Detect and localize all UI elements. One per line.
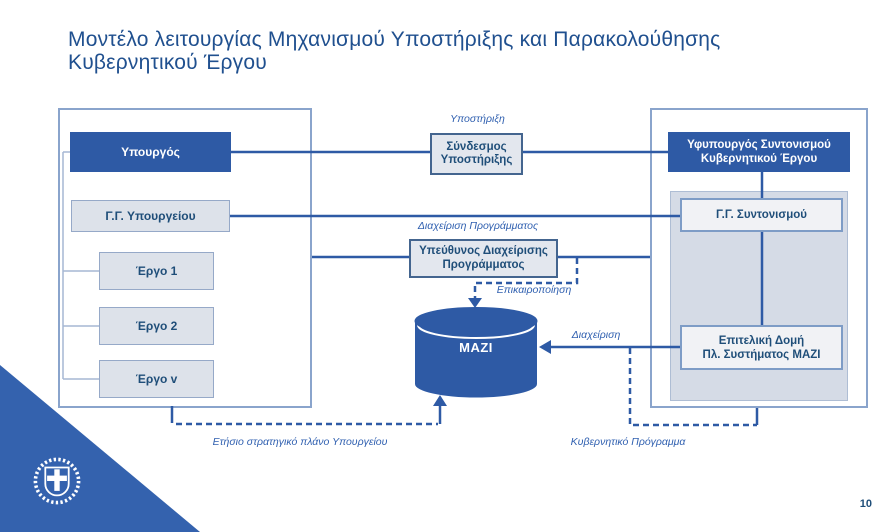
gg-ministry-box: Γ.Γ. Υπουργείου bbox=[71, 200, 230, 232]
arrowheads bbox=[433, 298, 551, 406]
program-manager-box: Υπεύθυνος Διαχείρισης Προγράμματος bbox=[409, 239, 558, 278]
greek-coat-of-arms-logo bbox=[33, 457, 81, 505]
support-flow-label: Υποστήριξη bbox=[450, 113, 505, 125]
page-title-line2: Κυβερνητικού Έργου bbox=[68, 51, 267, 74]
gg-ministry-label: Γ.Γ. Υπουργείου bbox=[105, 209, 196, 223]
page-number: 10 bbox=[859, 498, 872, 510]
arrow-into-db-right bbox=[539, 340, 551, 354]
program-manager-label: Υπεύθυνος Διαχείρισης Προγράμματος bbox=[419, 245, 548, 271]
project-n-box: Έργο v bbox=[99, 360, 214, 398]
executive-structure-label: Επιτελική Δομή Πλ. Συστήματος ΜΑΖΙ bbox=[703, 334, 821, 362]
executive-structure-line1: Επιτελική Δομή bbox=[718, 334, 805, 347]
support-liaison-box: Σύνδεσμος Υποστήριξης bbox=[430, 133, 523, 175]
annual-plan-label: Ετήσιο στρατηγικό πλάνο Υπουργείου bbox=[212, 436, 388, 448]
gg-coordination-box: Γ.Γ. Συντονισμού bbox=[680, 198, 843, 232]
project-2-label: Έργο 2 bbox=[135, 319, 178, 333]
program-mgmt-flow-label: Διαχείριση Προγράμματος bbox=[417, 220, 539, 232]
project-2-box: Έργο 2 bbox=[99, 307, 214, 345]
project-1-label: Έργο 1 bbox=[135, 264, 178, 278]
project-tree-lines bbox=[62, 151, 99, 380]
government-program-label: Κυβερνητικό Πρόγραμμα bbox=[570, 436, 686, 448]
mazi-database-cylinder bbox=[414, 307, 538, 398]
gg-coordination-label: Γ.Γ. Συντονισμού bbox=[716, 209, 807, 221]
management-flow-label: Διαχείριση bbox=[571, 329, 621, 341]
executive-structure-line2: Πλ. Συστήματος ΜΑΖΙ bbox=[702, 348, 821, 361]
update-dashed-path bbox=[473, 258, 579, 298]
arrow-into-db-bottom bbox=[433, 395, 447, 406]
update-flow-label: Επικαιροποίηση bbox=[496, 284, 572, 296]
minister-label: Υπουργός bbox=[121, 145, 180, 159]
project-n-label: Έργο v bbox=[135, 372, 178, 386]
page-title-line1: Μοντέλο λειτουργίας Μηχανισμού Υποστήριξ… bbox=[68, 28, 721, 51]
minister-box: Υπουργός bbox=[70, 132, 231, 172]
arrow-into-db-top bbox=[468, 298, 482, 308]
deputy-minister-label: Υφυπουργός Συντονισμού Κυβερνητικού Έργο… bbox=[687, 139, 831, 165]
support-liaison-label: Σύνδεσμος Υποστήριξης bbox=[440, 140, 513, 167]
dashed-connectors bbox=[176, 258, 757, 427]
page-title: Μοντέλο λειτουργίας Μηχανισμού Υποστήριξ… bbox=[68, 28, 812, 74]
government-program-dashed-path bbox=[628, 348, 757, 427]
deputy-minister-box: Υφυπουργός Συντονισμού Κυβερνητικού Έργο… bbox=[668, 132, 850, 172]
mazi-database-label: ΜΑΖΙ bbox=[459, 340, 493, 355]
project-1-box: Έργο 1 bbox=[99, 252, 214, 290]
executive-structure-box: Επιτελική Δομή Πλ. Συστήματος ΜΑΖΙ bbox=[680, 325, 843, 370]
